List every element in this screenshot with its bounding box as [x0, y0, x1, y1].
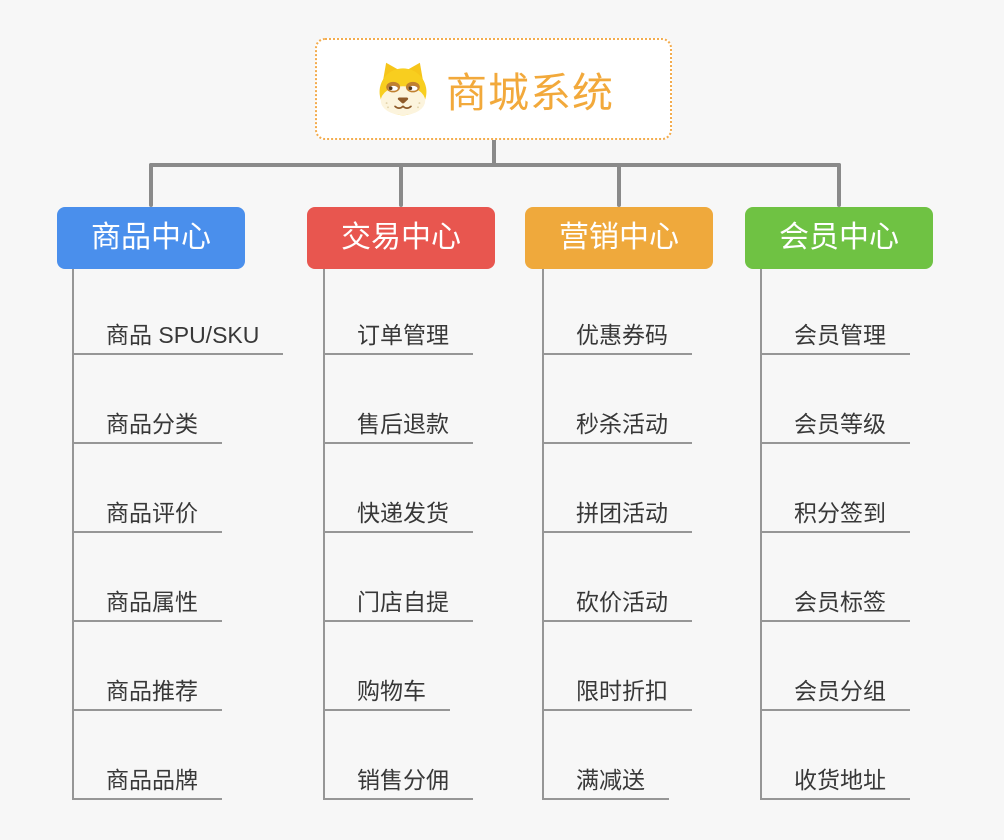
branch-topic-trade-center[interactable]: 交易中心: [307, 207, 495, 269]
leaf-topic[interactable]: 售后退款: [323, 406, 473, 444]
connector-drop-marketing: [617, 163, 621, 207]
root-topic[interactable]: 商城系统: [315, 38, 672, 140]
leaf-topic[interactable]: 购物车: [323, 673, 450, 711]
leaf-topic[interactable]: 商品品牌: [72, 762, 222, 800]
leaf-topic[interactable]: 商品分类: [72, 406, 222, 444]
connector-root-stem: [492, 138, 496, 165]
leaf-topic[interactable]: 销售分佣: [323, 762, 473, 800]
leaf-topic[interactable]: 砍价活动: [542, 584, 692, 622]
leaf-topic[interactable]: 商品 SPU/SKU: [72, 317, 284, 355]
leaf-topic[interactable]: 快递发货: [323, 495, 473, 533]
branch-topic-product-center[interactable]: 商品中心: [57, 207, 245, 269]
connector-drop-trade: [399, 163, 403, 207]
leaf-topic[interactable]: 会员管理: [760, 317, 910, 355]
leaf-topic[interactable]: 商品属性: [72, 584, 222, 622]
leaf-topic[interactable]: 满减送: [542, 762, 669, 800]
leaf-topic[interactable]: 会员分组: [760, 673, 910, 711]
connector-drop-product: [149, 163, 153, 207]
connector-drop-member: [837, 163, 841, 207]
branch-spine-trade: [323, 269, 325, 800]
leaf-topic[interactable]: 优惠券码: [542, 317, 692, 355]
leaf-topic[interactable]: 收货地址: [760, 762, 910, 800]
leaf-topic[interactable]: 会员标签: [760, 584, 910, 622]
branch-spine-member: [760, 269, 762, 800]
branch-topic-marketing-center[interactable]: 营销中心: [525, 207, 713, 269]
root-topic-title: 商城系统: [446, 70, 614, 116]
leaf-topic[interactable]: 订单管理: [323, 317, 473, 355]
shiba-dog-icon: [379, 62, 427, 116]
leaf-topic[interactable]: 秒杀活动: [542, 406, 692, 444]
leaf-topic[interactable]: 积分签到: [760, 495, 910, 533]
leaf-topic[interactable]: 门店自提: [323, 584, 473, 622]
leaf-topic[interactable]: 会员等级: [760, 406, 910, 444]
branch-topic-member-center[interactable]: 会员中心: [745, 207, 933, 269]
leaf-topic[interactable]: 限时折扣: [542, 673, 692, 711]
branch-spine-product: [72, 269, 74, 800]
leaf-topic[interactable]: 商品评价: [72, 495, 222, 533]
branch-spine-marketing: [542, 269, 544, 800]
leaf-topic[interactable]: 商品推荐: [72, 673, 222, 711]
connector-cross-bar: [149, 163, 841, 167]
leaf-topic[interactable]: 拼团活动: [542, 495, 692, 533]
